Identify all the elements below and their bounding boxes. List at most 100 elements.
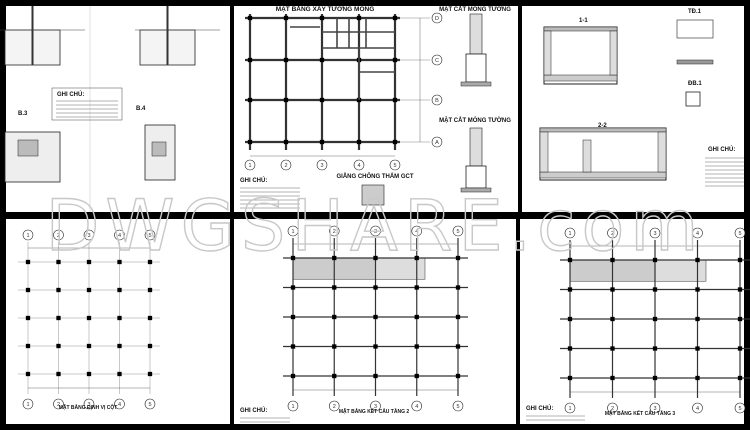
axis-x-label: 2 (57, 402, 60, 408)
wall (582, 139, 592, 173)
wall (609, 30, 618, 76)
axis-x-label-circle (564, 402, 576, 414)
column-mark (610, 287, 615, 292)
column-mark (25, 343, 31, 349)
axis-x-label-top: 5 (148, 233, 151, 239)
axis-x-label-circle (83, 398, 95, 410)
column-mark (56, 371, 61, 377)
section-1-1-label: 1-1 (579, 18, 588, 24)
axis-y-label: D (435, 16, 439, 22)
axis-x-label-top-circle (144, 229, 156, 241)
column-mark (695, 257, 700, 263)
axis-x-label-top-circle (287, 225, 299, 237)
axis-x-label-circle (353, 159, 365, 171)
axis-x-label: 5 (393, 163, 396, 169)
axis-x-label: 1 (568, 406, 571, 412)
wall-section-title-1: MẶT CẮT MÓNG TƯỜNG (439, 5, 511, 13)
column-mark (332, 285, 337, 290)
floor-3-structure-plan-title: MẶT BẰNG KẾT CẤU TẦNG 3 (605, 409, 675, 417)
axis-x-label-circle (53, 398, 64, 410)
axis-x-label-top-circle (328, 225, 340, 237)
watermark: DWGSHARE.com (46, 185, 705, 267)
wall (657, 131, 667, 173)
column-mark (567, 287, 573, 292)
axis-x-label-circle (328, 400, 340, 412)
column-mark (147, 287, 153, 293)
axis-x-label-top: 1 (568, 231, 571, 237)
beam-detail (361, 184, 385, 206)
column-mark (455, 255, 461, 261)
axis-x-label-circle (22, 398, 34, 410)
wall-section-brick (469, 127, 483, 167)
notes-title-top-right: GHI CHÚ: (708, 146, 735, 153)
column-mark (86, 259, 92, 265)
axis-x-label-circle (607, 402, 618, 414)
section-2-2-label: 2-2 (598, 123, 607, 129)
wall-section-title-2: MẶT CẮT MÓNG TƯỜNG (439, 116, 511, 124)
axis-x-label-top: 4 (118, 233, 121, 239)
axis-x-label-top: 2 (333, 229, 336, 235)
axis-x-label-top: 3 (374, 229, 377, 235)
column-mark (290, 373, 296, 379)
detail-b4-label: B.4 (136, 106, 146, 112)
column-mark (567, 346, 573, 351)
bottom-slab (543, 74, 618, 82)
axis-x-label-circle (287, 400, 299, 412)
panel-3 (6, 219, 230, 424)
axis-x-label-top: 4 (415, 229, 418, 235)
column-mark (25, 315, 31, 321)
axis-x-label: 3 (374, 404, 377, 410)
axis-x-label: 1 (248, 163, 251, 169)
column-mark (247, 139, 253, 145)
axis-x-label: 2 (611, 406, 614, 412)
column-mark (610, 257, 615, 263)
column-mark (567, 375, 573, 381)
notes-title-bottom-right: GHI CHÚ: (526, 405, 553, 412)
axis-y-label-circle (431, 136, 443, 148)
axis-x-label-top-circle (607, 227, 618, 239)
axis-x-label: 5 (456, 404, 459, 410)
column-mark (283, 97, 289, 103)
column-mark (455, 373, 461, 379)
axis-x-label-top-circle (564, 227, 576, 239)
axis-x-label-circle (316, 159, 328, 171)
column-mark (455, 314, 461, 320)
column-mark (373, 314, 378, 320)
axis-x-label-top-circle (411, 225, 423, 237)
axis-x-label-circle (144, 398, 156, 410)
column-mark (455, 344, 461, 349)
section-2-2 (539, 127, 667, 181)
column-mark (695, 346, 700, 351)
column-mark (25, 259, 31, 265)
detail-b3-label: B.3 (18, 111, 28, 117)
notes-box (51, 87, 123, 121)
axis-x-label-top-circle (692, 227, 703, 239)
column-mark (290, 285, 296, 290)
column-mark (414, 285, 419, 290)
column-mark (147, 315, 153, 321)
notes-title-top-left: GHI CHÚ: (57, 91, 84, 98)
column-mark (567, 257, 573, 263)
column-mark (737, 287, 743, 292)
wall (543, 30, 552, 76)
column-mark (373, 255, 378, 261)
column-mark (332, 314, 337, 320)
axis-x-label-top: 5 (738, 231, 741, 237)
column-mark (392, 57, 398, 63)
column-mark (392, 97, 398, 103)
column-mark (332, 344, 337, 349)
axis-x-label-top-circle (734, 227, 746, 239)
detail-db1 (685, 91, 701, 107)
column-mark (695, 316, 700, 322)
axis-x-label: 4 (415, 404, 418, 410)
column-mark (25, 287, 31, 293)
column-mark (414, 344, 419, 349)
wall-section-brick (469, 13, 483, 55)
axis-y-label: A (435, 140, 439, 146)
axis-x-label-top: 3 (653, 231, 656, 237)
axis-x-label-top: 4 (696, 231, 699, 237)
axis-x-label: 2 (333, 404, 336, 410)
axis-x-label: 4 (696, 406, 699, 412)
